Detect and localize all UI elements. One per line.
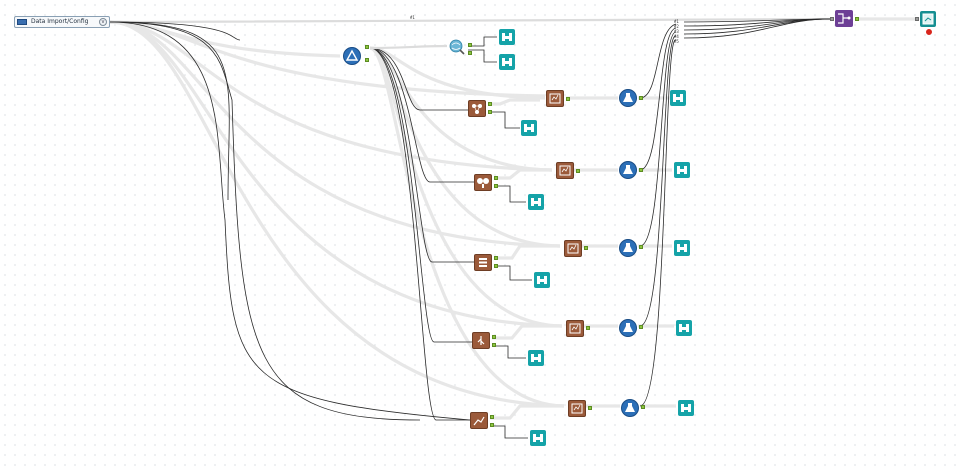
container-icon (17, 19, 27, 25)
binoculars-icon (537, 276, 547, 284)
wire-label: #1 (410, 15, 415, 20)
score-icon (549, 93, 561, 104)
output-anchor-false[interactable] (365, 58, 369, 62)
flask-icon (623, 323, 633, 332)
output-anchor[interactable] (494, 256, 498, 260)
output-anchor[interactable] (488, 110, 492, 114)
chevron-down-icon[interactable]: v (99, 18, 107, 26)
union-tool[interactable] (835, 10, 853, 27)
union-icon (838, 13, 851, 24)
output-anchor[interactable] (492, 343, 496, 347)
output-anchor[interactable] (494, 264, 498, 268)
score-tool[interactable] (566, 320, 584, 337)
binoculars-icon (502, 58, 512, 66)
output-anchor[interactable] (855, 17, 859, 21)
regression-tool[interactable] (448, 38, 466, 56)
browse-tool[interactable] (678, 400, 694, 416)
output-anchor-true[interactable] (365, 45, 369, 49)
report-render-icon (922, 13, 934, 25)
browse-tool[interactable] (528, 194, 544, 210)
union-input-labels: #1 #2 #3 #4 #5 (674, 19, 679, 44)
browse-tool[interactable] (674, 240, 690, 256)
browse-tool[interactable] (528, 350, 544, 366)
line-chart-icon (473, 416, 485, 426)
output-anchor[interactable] (494, 184, 498, 188)
output-anchor[interactable] (639, 96, 643, 100)
binoculars-icon (502, 33, 512, 41)
formula-tool[interactable] (619, 161, 637, 179)
score-tool[interactable] (568, 400, 586, 417)
output-anchor[interactable] (492, 335, 496, 339)
output-anchor[interactable] (488, 102, 492, 106)
score-tool[interactable] (546, 90, 564, 107)
output-anchor[interactable] (641, 405, 645, 409)
browse-tool[interactable] (499, 29, 515, 45)
output-anchor[interactable] (490, 415, 494, 419)
filter-icon (345, 49, 359, 61)
score-icon (569, 323, 581, 334)
formula-tool[interactable] (619, 239, 637, 257)
formula-tool[interactable] (619, 319, 637, 337)
browse-tool[interactable] (670, 90, 686, 106)
filter-tool[interactable] (343, 47, 361, 65)
browse-tool[interactable] (674, 162, 690, 178)
output-anchor[interactable] (639, 325, 643, 329)
model-tool[interactable] (472, 332, 490, 349)
browse-tool[interactable] (676, 320, 692, 336)
binoculars-icon (677, 166, 687, 174)
binoculars-icon (673, 94, 683, 102)
tree-branch-icon (477, 336, 485, 345)
error-badge-icon (925, 28, 933, 36)
flask-icon (623, 165, 633, 174)
score-icon (571, 403, 583, 414)
binoculars-icon (524, 124, 534, 132)
output-anchor[interactable] (468, 43, 472, 47)
score-tool[interactable] (564, 240, 582, 257)
output-anchor[interactable] (576, 169, 580, 173)
tool-container-data-import[interactable]: Data Import/Config v (14, 16, 110, 28)
output-anchor[interactable] (490, 423, 494, 427)
binoculars-icon (531, 354, 541, 362)
binoculars-icon (679, 324, 689, 332)
formula-tool[interactable] (621, 399, 639, 417)
flask-icon (623, 93, 633, 102)
bars-icon (479, 258, 487, 267)
binoculars-icon (681, 404, 691, 412)
output-anchor[interactable] (588, 406, 592, 410)
model-tool[interactable] (474, 174, 492, 191)
container-title: Data Import/Config (31, 18, 89, 25)
score-icon (559, 165, 571, 176)
globe-search-icon (449, 39, 465, 55)
browse-tool[interactable] (534, 272, 550, 288)
output-anchor[interactable] (566, 97, 570, 101)
binoculars-icon (531, 198, 541, 206)
output-anchor[interactable] (494, 176, 498, 180)
binoculars-icon (533, 434, 543, 442)
score-tool[interactable] (556, 162, 574, 179)
score-icon (567, 243, 579, 254)
browse-tool[interactable] (499, 54, 515, 70)
model-tool[interactable] (470, 412, 488, 429)
tree-icon (477, 178, 489, 188)
browse-tool[interactable] (521, 120, 537, 136)
flask-icon (623, 243, 633, 252)
output-anchor[interactable] (639, 245, 643, 249)
browse-tool[interactable] (530, 430, 546, 446)
input-anchor[interactable] (915, 17, 919, 21)
flask-icon (625, 403, 635, 412)
output-anchor[interactable] (586, 326, 590, 330)
render-tool[interactable] (920, 11, 936, 27)
formula-tool[interactable] (619, 89, 637, 107)
output-anchor[interactable] (584, 246, 588, 250)
network-icon (472, 104, 482, 114)
binoculars-icon (677, 244, 687, 252)
model-tool[interactable] (474, 254, 492, 271)
output-anchor[interactable] (639, 168, 643, 172)
output-anchor[interactable] (468, 51, 472, 55)
input-anchor[interactable] (830, 17, 834, 21)
model-tool[interactable] (468, 100, 486, 117)
